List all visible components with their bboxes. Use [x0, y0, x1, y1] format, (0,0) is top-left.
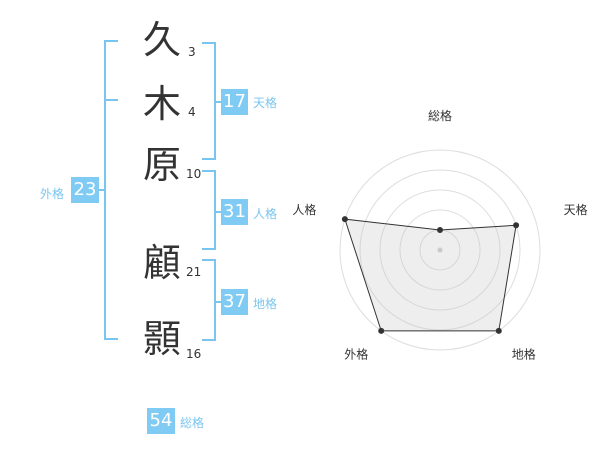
gaikaku-label: 外格	[40, 187, 65, 201]
gaikaku-bracket-pointer	[95, 189, 104, 191]
stroke-count-5: 16	[186, 347, 202, 361]
radar-area	[344, 218, 517, 332]
radar-center-dot	[437, 247, 443, 253]
radar-grid-ring	[379, 189, 501, 311]
gaikaku-bracket-tick	[104, 99, 118, 101]
radar-point-5	[341, 216, 348, 223]
tenkaku-value-box: 17	[221, 89, 248, 115]
radar-axis-label-3: 地格	[512, 347, 536, 362]
jinkaku-value-box: 31	[221, 199, 248, 225]
stroke-count-3: 10	[186, 167, 202, 181]
chikaku-label: 地格	[253, 297, 278, 311]
radar-point-3	[495, 327, 502, 334]
gaikaku-value-box: 23	[71, 177, 99, 203]
name-char-1: 久	[142, 18, 181, 62]
jinkaku-bracket-pointer	[216, 211, 224, 213]
chikaku-bracket	[202, 259, 216, 341]
tenkaku-bracket-pointer	[216, 101, 224, 103]
stroke-count-1: 3	[188, 45, 196, 59]
tenkaku-bracket	[202, 42, 216, 160]
radar-point-2	[513, 222, 520, 229]
chikaku-value-box: 37	[221, 289, 248, 315]
radar-axis-label-1: 総格	[428, 108, 452, 123]
radar-axis-label-5: 人格	[292, 202, 316, 217]
radar-axis-label-4: 外格	[344, 347, 368, 362]
jinkaku-label: 人格	[253, 207, 278, 221]
chikaku-bracket-pointer	[216, 301, 224, 303]
soukaku-value-box: 54	[147, 408, 175, 434]
radar-grid-ring	[359, 169, 521, 331]
jinkaku-bracket	[202, 170, 216, 250]
radar-axis-label-2: 天格	[564, 202, 588, 217]
radar-point-4	[378, 327, 385, 334]
tenkaku-label: 天格	[253, 96, 278, 110]
name-char-3: 原	[142, 143, 181, 187]
radar-point-1	[437, 227, 443, 233]
stroke-count-4: 21	[186, 265, 202, 279]
stroke-count-2: 4	[188, 105, 196, 119]
name-char-5: 顥	[142, 317, 181, 361]
radar-grid-ring	[339, 149, 541, 351]
soukaku-label: 総格	[180, 416, 205, 430]
radar-grid-ring	[399, 209, 481, 291]
name-char-4: 顧	[142, 241, 181, 285]
name-char-2: 木	[142, 82, 181, 126]
gaikaku-bracket	[104, 40, 118, 340]
